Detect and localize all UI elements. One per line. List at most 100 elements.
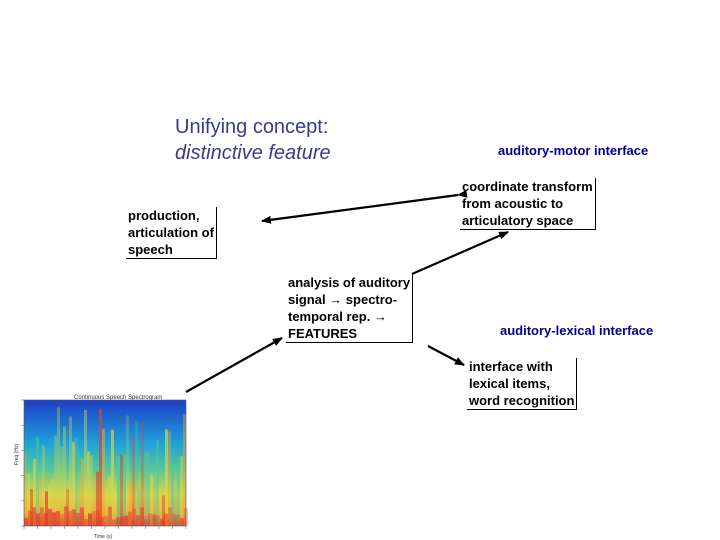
spectrogram-low-band bbox=[56, 511, 60, 526]
spectrogram-band bbox=[90, 455, 93, 526]
spectrogram-low-band bbox=[112, 519, 116, 526]
spectrogram-low-band bbox=[52, 512, 56, 526]
spectrogram-low-band bbox=[28, 510, 32, 526]
spectrogram-band bbox=[84, 410, 87, 526]
spectrogram-low-band bbox=[156, 515, 160, 526]
arrow-spectrogram-to-analysis bbox=[185, 337, 283, 393]
spectrogram-xlabel: Time (s) bbox=[94, 534, 112, 540]
auditory-motor-heading: auditory-motor interface bbox=[498, 143, 649, 158]
production-line-3: speech bbox=[128, 242, 173, 257]
spectrogram-low-band bbox=[144, 518, 148, 526]
spectrogram-band bbox=[138, 488, 141, 526]
spectrogram-band bbox=[24, 451, 27, 526]
spectrogram-low-band bbox=[132, 508, 136, 526]
arrow-analysis-to-lexical bbox=[427, 345, 465, 366]
spectrogram-band bbox=[27, 474, 30, 526]
spectrogram-low-band bbox=[32, 507, 36, 526]
spectrogram-band bbox=[48, 485, 51, 526]
spectrogram-low-band bbox=[88, 513, 92, 526]
spectrogram-band bbox=[36, 436, 39, 526]
spectrogram-band bbox=[87, 451, 90, 526]
lexical-line-2: lexical items, bbox=[469, 376, 550, 391]
spectrogram-low-band bbox=[24, 518, 28, 526]
spectrogram-band bbox=[33, 459, 36, 526]
spectrogram-ticks bbox=[21, 399, 187, 529]
transform-line-1: coordinate transform bbox=[462, 179, 593, 194]
spectrogram-band bbox=[117, 456, 120, 526]
spectrogram-low-band bbox=[44, 513, 48, 526]
spectrogram-band bbox=[54, 435, 57, 526]
spectrogram-band bbox=[69, 416, 72, 526]
spectrogram-low-band bbox=[160, 519, 164, 526]
spectrogram-band bbox=[102, 428, 105, 526]
spectrogram-band bbox=[183, 414, 186, 526]
spectrogram-low-band bbox=[104, 515, 108, 526]
spectrogram-band bbox=[51, 478, 54, 526]
spectrogram-band bbox=[105, 493, 108, 526]
title-line-1: Unifying concept: bbox=[175, 116, 329, 138]
spectrogram-low-band bbox=[76, 512, 80, 526]
spectrogram-band bbox=[39, 474, 42, 526]
transform-line-2: from acoustic to bbox=[462, 196, 564, 211]
spectrogram-low-band bbox=[140, 507, 144, 526]
spectrogram-figure: Continuous Speech Spectrogram Time (s) F… bbox=[14, 395, 188, 540]
spectrogram-low-band bbox=[124, 515, 128, 526]
spectrogram-low-band bbox=[40, 507, 44, 526]
spectrogram-band bbox=[165, 429, 168, 526]
spectrogram-band bbox=[141, 421, 144, 526]
spectrogram-low-band bbox=[172, 514, 176, 526]
spectrogram-low-band bbox=[176, 514, 180, 526]
spectrogram-low-band bbox=[168, 507, 172, 526]
spectrogram-band bbox=[114, 495, 117, 526]
spectrogram-band bbox=[159, 486, 162, 526]
spectrogram-band bbox=[135, 421, 138, 526]
spectrogram-low-band bbox=[148, 513, 152, 526]
production-box: production, articulation of speech bbox=[126, 207, 217, 259]
spectrogram-band bbox=[162, 495, 165, 526]
title-line-2: distinctive feature bbox=[175, 142, 331, 164]
spectrogram-band bbox=[144, 451, 147, 526]
spectrogram-band bbox=[156, 439, 159, 526]
arrow-transform-to-production bbox=[261, 189, 468, 224]
lexical-interface-box: interface with lexical items, word recog… bbox=[467, 358, 578, 410]
spectrogram-low-band bbox=[100, 517, 104, 526]
analysis-line-1: analysis of auditory bbox=[288, 275, 411, 290]
spectrogram-low-band bbox=[64, 506, 68, 526]
spectrogram-band bbox=[150, 475, 153, 526]
lexical-line-1: interface with bbox=[469, 359, 553, 374]
spectrogram-low-band bbox=[108, 506, 112, 526]
spectrogram-low-band bbox=[60, 513, 64, 526]
analysis-line-2: signal → spectro- bbox=[288, 292, 398, 307]
spectrogram-low-band bbox=[72, 509, 76, 526]
spectrogram-band bbox=[168, 431, 171, 526]
spectrogram-band bbox=[177, 468, 180, 526]
spectrogram-low-band bbox=[180, 518, 184, 526]
diagram-title: Unifying concept: distinctive feature bbox=[175, 114, 331, 166]
spectrogram-band bbox=[153, 483, 156, 526]
spectrogram-band bbox=[93, 474, 96, 526]
spectrogram-band bbox=[108, 476, 111, 526]
spectrogram-low-band bbox=[116, 517, 120, 526]
spectrogram-low-band bbox=[128, 511, 132, 526]
spectrogram-band bbox=[63, 426, 66, 526]
spectrogram-band bbox=[120, 454, 123, 526]
spectrogram-title: Continuous Speech Spectrogram bbox=[74, 395, 162, 401]
spectrogram-low-band bbox=[92, 510, 96, 526]
spectrogram-low-band bbox=[36, 513, 40, 526]
spectrogram-band bbox=[30, 488, 33, 526]
production-line-1: production, bbox=[128, 208, 200, 223]
spectrogram-band bbox=[78, 455, 81, 526]
spectrogram-band bbox=[72, 441, 75, 526]
spectrogram-low-band bbox=[80, 507, 84, 526]
spectrogram-band bbox=[123, 453, 126, 526]
coordinate-transform-box: coordinate transform from acoustic to ar… bbox=[460, 178, 596, 230]
spectrogram-band bbox=[99, 408, 102, 526]
spectrogram-low-band bbox=[120, 516, 124, 526]
analysis-box: analysis of auditory signal → spectro- t… bbox=[286, 274, 414, 343]
spectrogram-band bbox=[60, 446, 63, 526]
spectrogram-band bbox=[180, 456, 183, 526]
spectrogram-ylabel: Freq (Hz) bbox=[14, 444, 20, 465]
auditory-lexical-heading: auditory-lexical interface bbox=[500, 323, 654, 338]
spectrogram-band bbox=[81, 458, 84, 526]
analysis-line-4: FEATURES bbox=[288, 326, 358, 341]
